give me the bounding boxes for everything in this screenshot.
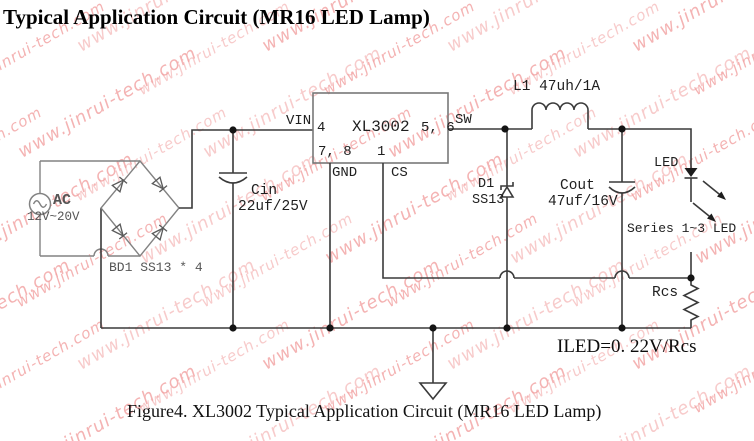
figure-caption: Figure4. XL3002 Typical Application Circ… [127,401,602,421]
rcs-label: Rcs [652,285,679,301]
junction-dots [229,125,695,332]
bridge-diode-icon [111,176,128,193]
d1-diode-symbol [499,129,515,328]
inductor-label: L1 47uh/1A [513,79,601,95]
inductor-symbol [531,102,589,129]
pin-label-vin: VIN [286,113,312,129]
rcs-resistor-symbol [682,278,700,328]
cout-capacitor-symbol [608,129,636,328]
led-label: LED [654,156,679,171]
wire-hop [614,270,630,279]
pin-label-gnd: GND [332,165,358,181]
ac-voltage-label: 12V~20V [27,210,80,224]
wire-cs-sense [382,163,691,279]
ac-source-symbol [28,192,52,216]
current-formula: ILED=0. 22V/Rcs [557,336,697,357]
bridge-diode-icon [151,176,168,193]
ac-source-label: AC [53,192,72,209]
figure-title: Typical Application Circuit (MR16 LED La… [3,5,430,29]
ic-box [312,92,449,164]
bridge-label: BD1 SS13 * 4 [109,260,203,275]
pin-number-vin: 4 [317,120,326,136]
led-series-note: Series 1~3 LED [627,221,737,236]
wire-vin [179,129,313,209]
cin-value-label: 22uf/25V [238,199,308,215]
pin-label-cs: CS [391,165,408,181]
pin-number-sw: 5, 6 [421,120,455,136]
bridge-rectifier-symbol [100,159,180,258]
wire-hop [499,270,515,279]
pin-number-cs: 1 [377,144,386,160]
cout-value-label: 47uf/16V [548,194,618,210]
ic-name: XL3002 [352,118,410,136]
d1-name-label: D1 [478,177,495,192]
bridge-diode-icon [111,223,128,240]
ground-symbol [418,328,448,401]
d1-value-label: SS13 [472,193,505,208]
sine-wave-icon [32,200,48,208]
pin-label-sw: SW [455,112,472,128]
cout-name-label: Cout [560,178,595,194]
cin-name-label: Cin [251,183,278,199]
cin-capacitor-symbol [218,130,248,328]
led-light-arrow-icon [692,180,726,222]
pin-number-gnd: 7, 8 [318,144,352,160]
bridge-diode-icon [151,224,168,241]
led-symbol [684,168,726,278]
